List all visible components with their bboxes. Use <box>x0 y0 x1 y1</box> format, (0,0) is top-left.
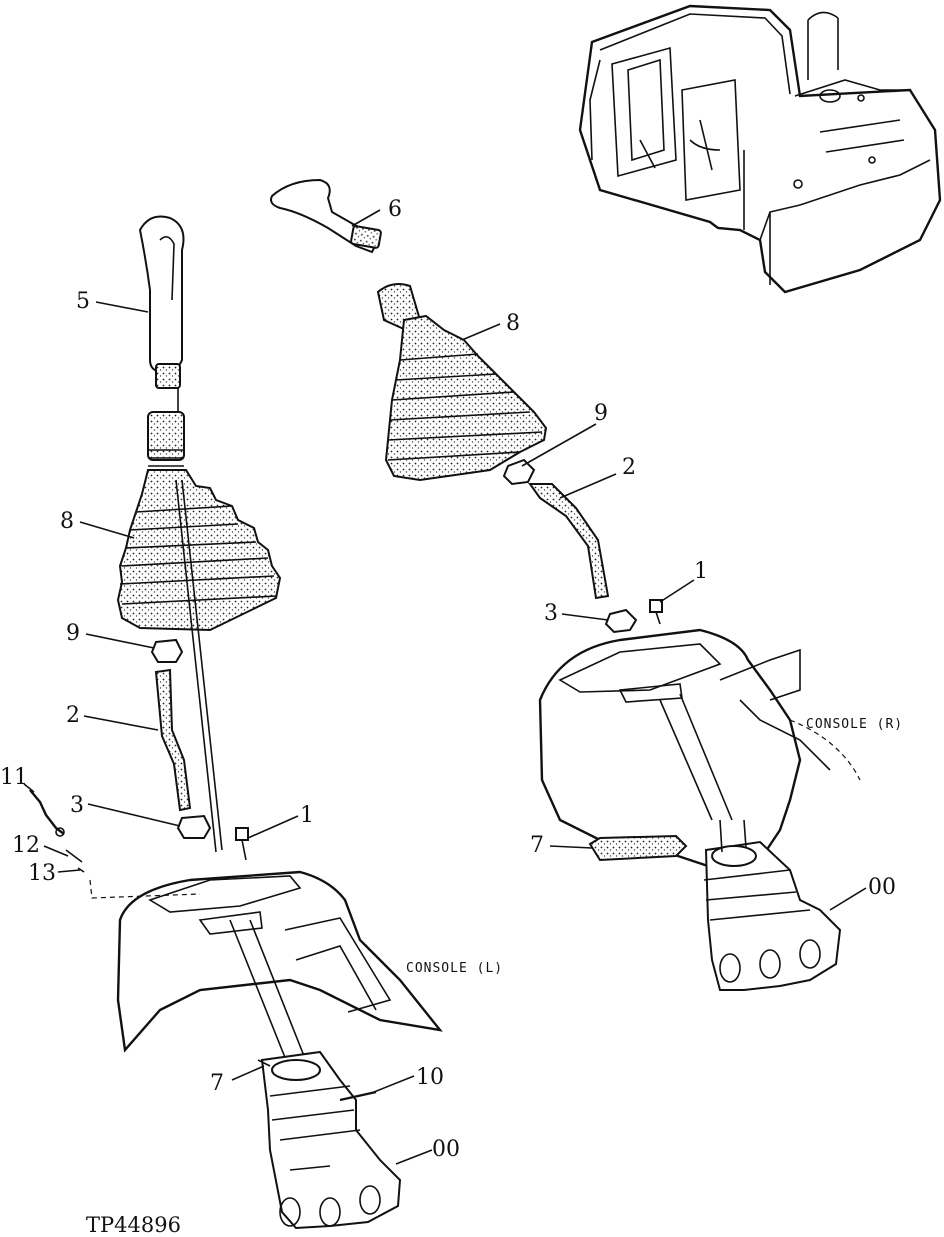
console-right-label: CONSOLE (R) <box>806 717 903 732</box>
callout-00-right: 00 <box>868 875 896 900</box>
left-console <box>116 870 443 1053</box>
left-lever-assembly <box>29 215 443 1230</box>
callout-6: 6 <box>388 197 402 222</box>
callout-00-left: 00 <box>432 1137 460 1162</box>
left-nut-9 <box>150 638 184 663</box>
right-bolt-7 <box>588 834 688 862</box>
right-rubber-boot <box>384 314 548 482</box>
callout-7-left: 7 <box>210 1071 224 1096</box>
callout-10: 10 <box>416 1065 444 1090</box>
callout-12: 12 <box>12 833 40 858</box>
left-rubber-boot <box>116 469 282 632</box>
callout-1-right: 1 <box>694 559 708 584</box>
console-left-label: CONSOLE (L) <box>406 961 503 976</box>
callout-3-left: 3 <box>70 793 84 818</box>
callout-9-right: 9 <box>594 401 608 426</box>
leader-lines <box>23 209 867 1165</box>
callout-numbers: 5 6 8 8 9 9 2 2 3 3 1 1 7 7 10 00 00 11 … <box>0 197 896 1162</box>
callout-13: 13 <box>28 861 56 886</box>
left-lever-knob <box>138 215 185 373</box>
right-nut-9 <box>502 458 536 486</box>
callout-5: 5 <box>76 289 90 314</box>
callout-9-left: 9 <box>66 621 80 646</box>
right-pilot-valve <box>704 840 842 991</box>
callout-2-right: 2 <box>622 455 636 480</box>
callout-8-right: 8 <box>506 311 520 336</box>
right-nut-3 <box>604 608 638 634</box>
right-lever-assembly <box>270 178 861 991</box>
callout-7-right: 7 <box>530 833 544 858</box>
left-lever-2 <box>154 668 192 812</box>
left-nut-3 <box>176 814 212 839</box>
callout-8-left: 8 <box>60 509 74 534</box>
right-lever-2 <box>528 483 610 600</box>
callout-11: 11 <box>0 765 28 790</box>
excavator-cab-illustration <box>578 4 942 294</box>
right-console <box>538 628 802 872</box>
figure-id: TP44896 <box>86 1213 181 1237</box>
callout-1-left: 1 <box>300 803 314 828</box>
callout-2-left: 2 <box>66 703 80 728</box>
callout-3-right: 3 <box>544 601 558 626</box>
